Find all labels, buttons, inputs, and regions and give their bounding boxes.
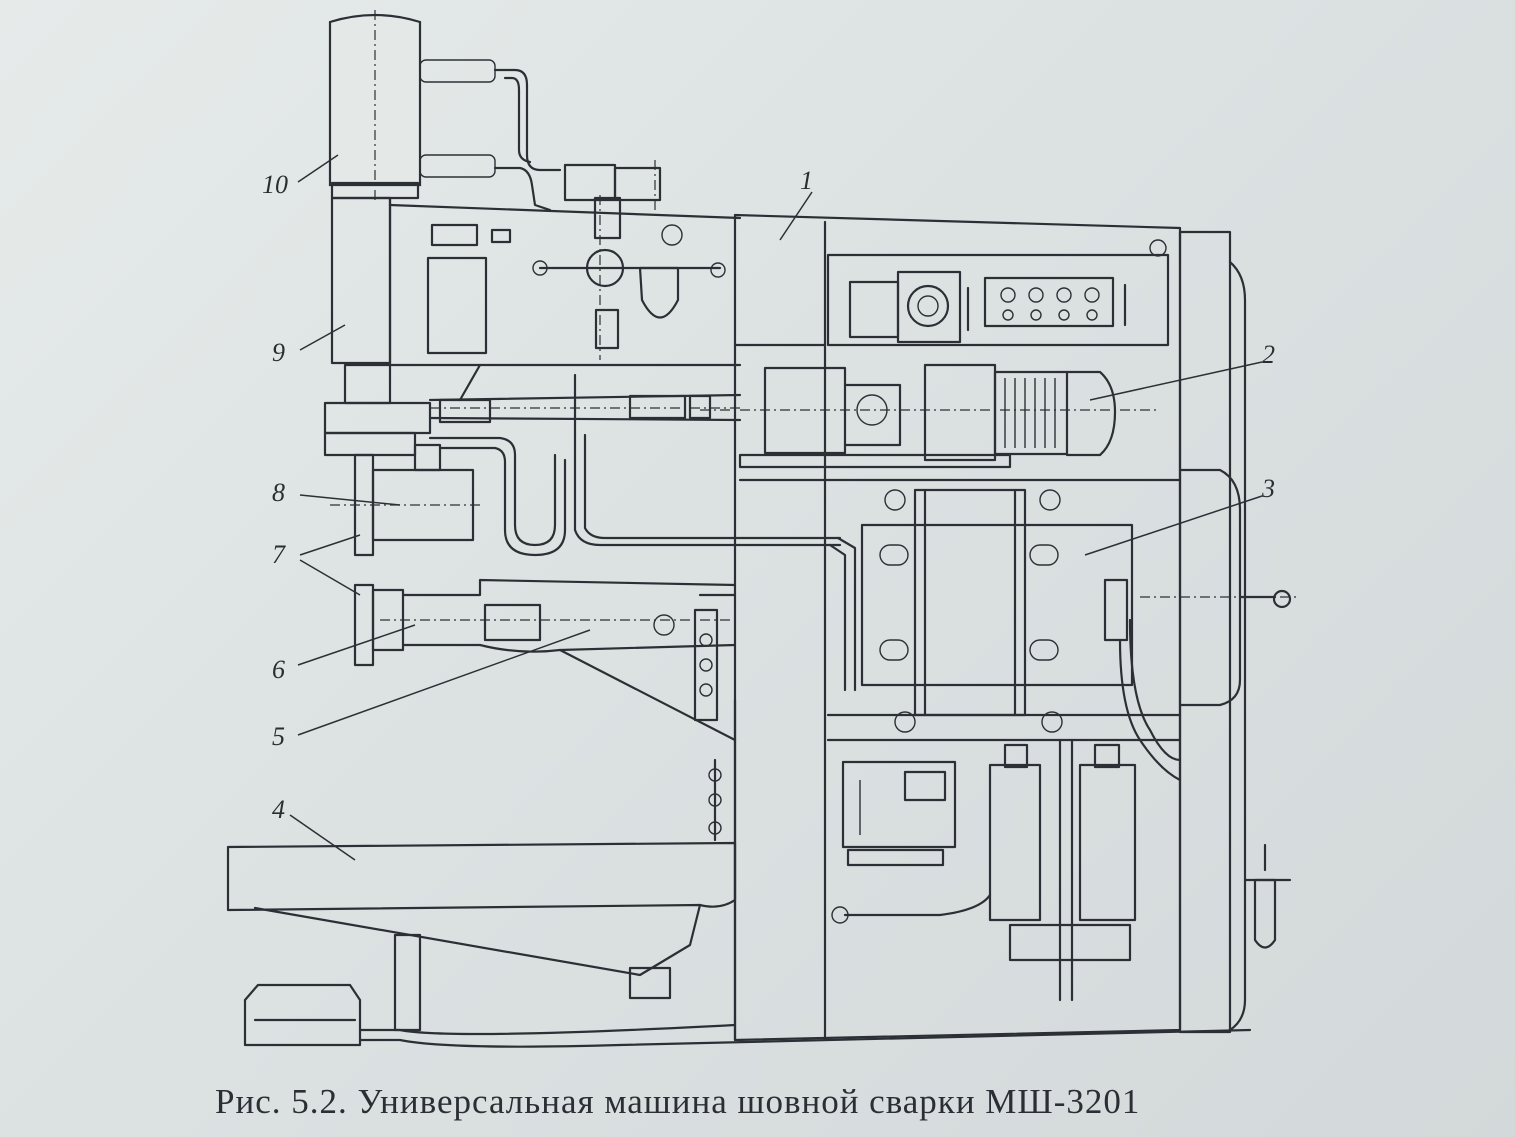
foot-pedal (243, 983, 737, 1048)
upper-roller-8 (330, 443, 480, 557)
upper-head-9 (330, 195, 742, 367)
table-4 (226, 698, 737, 1042)
frame-1 (618, 213, 1252, 1047)
label-9: 9 (272, 338, 285, 367)
label-5: 5 (272, 722, 285, 751)
label-7: 7 (272, 540, 285, 569)
water-pipes (428, 373, 857, 692)
lower-cabinet (831, 618, 1182, 1002)
label-8: 8 (272, 478, 285, 507)
air-pipes (419, 59, 662, 215)
cylinder-10 (328, 10, 422, 200)
label-6: 6 (272, 655, 285, 684)
lower-bracket-5 (558, 593, 737, 742)
side-valve (1243, 843, 1292, 949)
figure-caption: Рис. 5.2. Универсальная машина шовной св… (215, 1082, 1141, 1121)
lower-arm-6 (380, 578, 737, 653)
label-10: 10 (262, 170, 288, 199)
label-3: 3 (1262, 474, 1275, 503)
label-2: 2 (1262, 340, 1275, 369)
leader-lines (289, 154, 1263, 861)
label-1: 1 (800, 166, 813, 195)
lower-roller-7 (353, 583, 405, 667)
motor-2 (700, 363, 1182, 482)
label-4: 4 (272, 795, 285, 824)
side-door (1140, 468, 1300, 707)
drive-shaft (323, 363, 742, 457)
control-panel (826, 253, 1170, 347)
transformer-3 (826, 488, 1182, 742)
